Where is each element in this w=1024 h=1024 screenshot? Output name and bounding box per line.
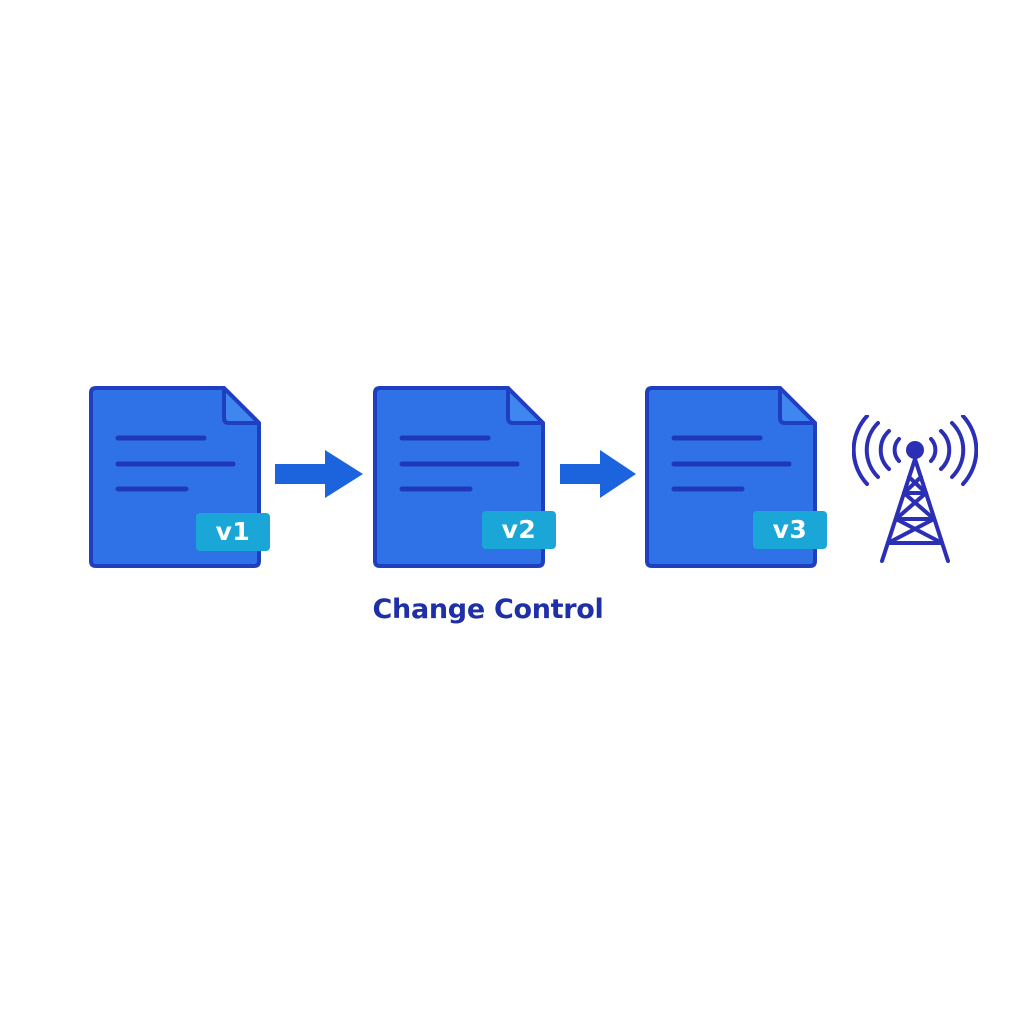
document-v1: v1 xyxy=(88,385,270,569)
document-v3: v3 xyxy=(644,385,827,569)
document-v2: v2 xyxy=(372,385,556,569)
version-badge-v2: v2 xyxy=(482,511,556,549)
arrow-right-icon xyxy=(560,450,636,498)
arrow-right-icon xyxy=(275,450,363,498)
version-badge-v1: v1 xyxy=(196,513,270,551)
version-badge-v3: v3 xyxy=(753,511,827,549)
diagram-caption: Change Control xyxy=(372,594,604,625)
radio-tower-icon xyxy=(852,415,978,563)
